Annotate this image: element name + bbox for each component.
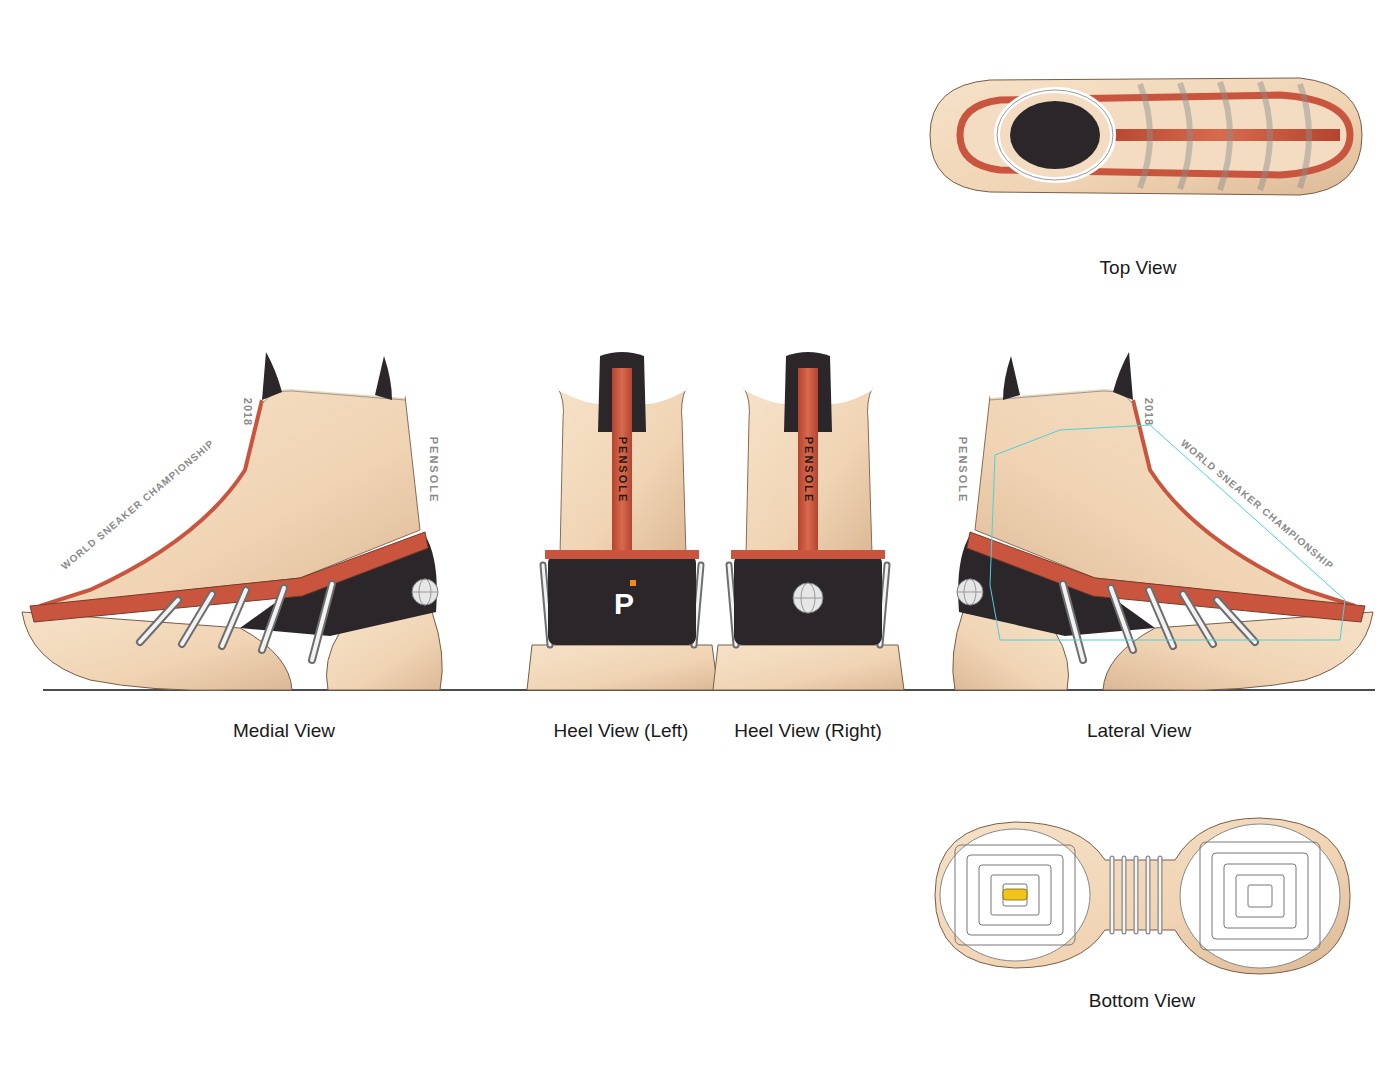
cutout-guide [990,425,1345,640]
illustration-part [1236,875,1284,917]
illustration-part [991,875,1039,915]
illustration-part [955,845,1075,945]
view-caption: Top View [1100,258,1177,277]
illustration-part [1180,83,1190,189]
illustration-part [1122,858,1127,932]
illustration-part [1140,82,1309,190]
illustration-part [1134,858,1139,932]
illustration-part [979,865,1051,925]
collar-print: 2018 [242,398,253,426]
illustration-part [997,90,1113,180]
logo-accent [630,580,636,586]
illustration-part [940,829,1090,961]
collar-print: PENSOLE [428,437,439,504]
illustration-part [1212,853,1308,939]
illustration-part [1111,858,1114,932]
illustration-part [967,855,1063,935]
illustration-part [1224,864,1296,928]
heel-print: PENSOLE [803,437,814,504]
medial-shoe [22,352,442,690]
heel-logo: P [614,589,634,619]
collar-print: 2018 [1143,398,1154,426]
collar-print: PENSOLE [957,437,968,504]
top-view-shoe [930,78,1362,195]
illustration-part [1248,885,1272,907]
illustration-part [1003,884,1027,906]
view-caption: Medial View [233,721,335,740]
illustration-part [1112,858,1160,932]
view-caption: Bottom View [1089,991,1195,1010]
illustration-part [1140,84,1150,188]
illustration-part [930,78,1362,195]
heel-right-shoe [713,352,904,690]
lateral-shoe [953,352,1373,690]
illustration-part [1158,858,1163,932]
illustration-part [1200,842,1320,950]
heel-left-shoe [527,352,718,690]
illustration-part [955,842,1320,950]
illustration-part [1110,858,1115,932]
illustration-part [1010,101,1100,169]
heel-print: PENSOLE [617,437,628,504]
illustration-part [1003,889,1027,900]
illustration-part [1220,82,1230,190]
illustration-part [1146,858,1151,932]
illustration-part [1135,858,1138,932]
illustration-part [1180,824,1340,968]
illustration-part [793,583,823,613]
globe-emblem [793,583,823,613]
illustration-part [1300,84,1309,188]
illustration-part [1112,858,1160,932]
view-caption: Heel View (Right) [734,721,881,740]
illustration-part [793,598,823,599]
illustration-part [1260,82,1270,190]
illustration-part [1147,858,1150,932]
illustration-part [1159,858,1162,932]
view-caption: Lateral View [1087,721,1191,740]
illustration-part [935,818,1350,974]
illustration-part [1123,858,1126,932]
bottom-view-sole [935,818,1350,974]
illustration-part [1100,129,1340,141]
view-caption: Heel View (Left) [554,721,689,740]
illustration-part [997,90,1113,180]
